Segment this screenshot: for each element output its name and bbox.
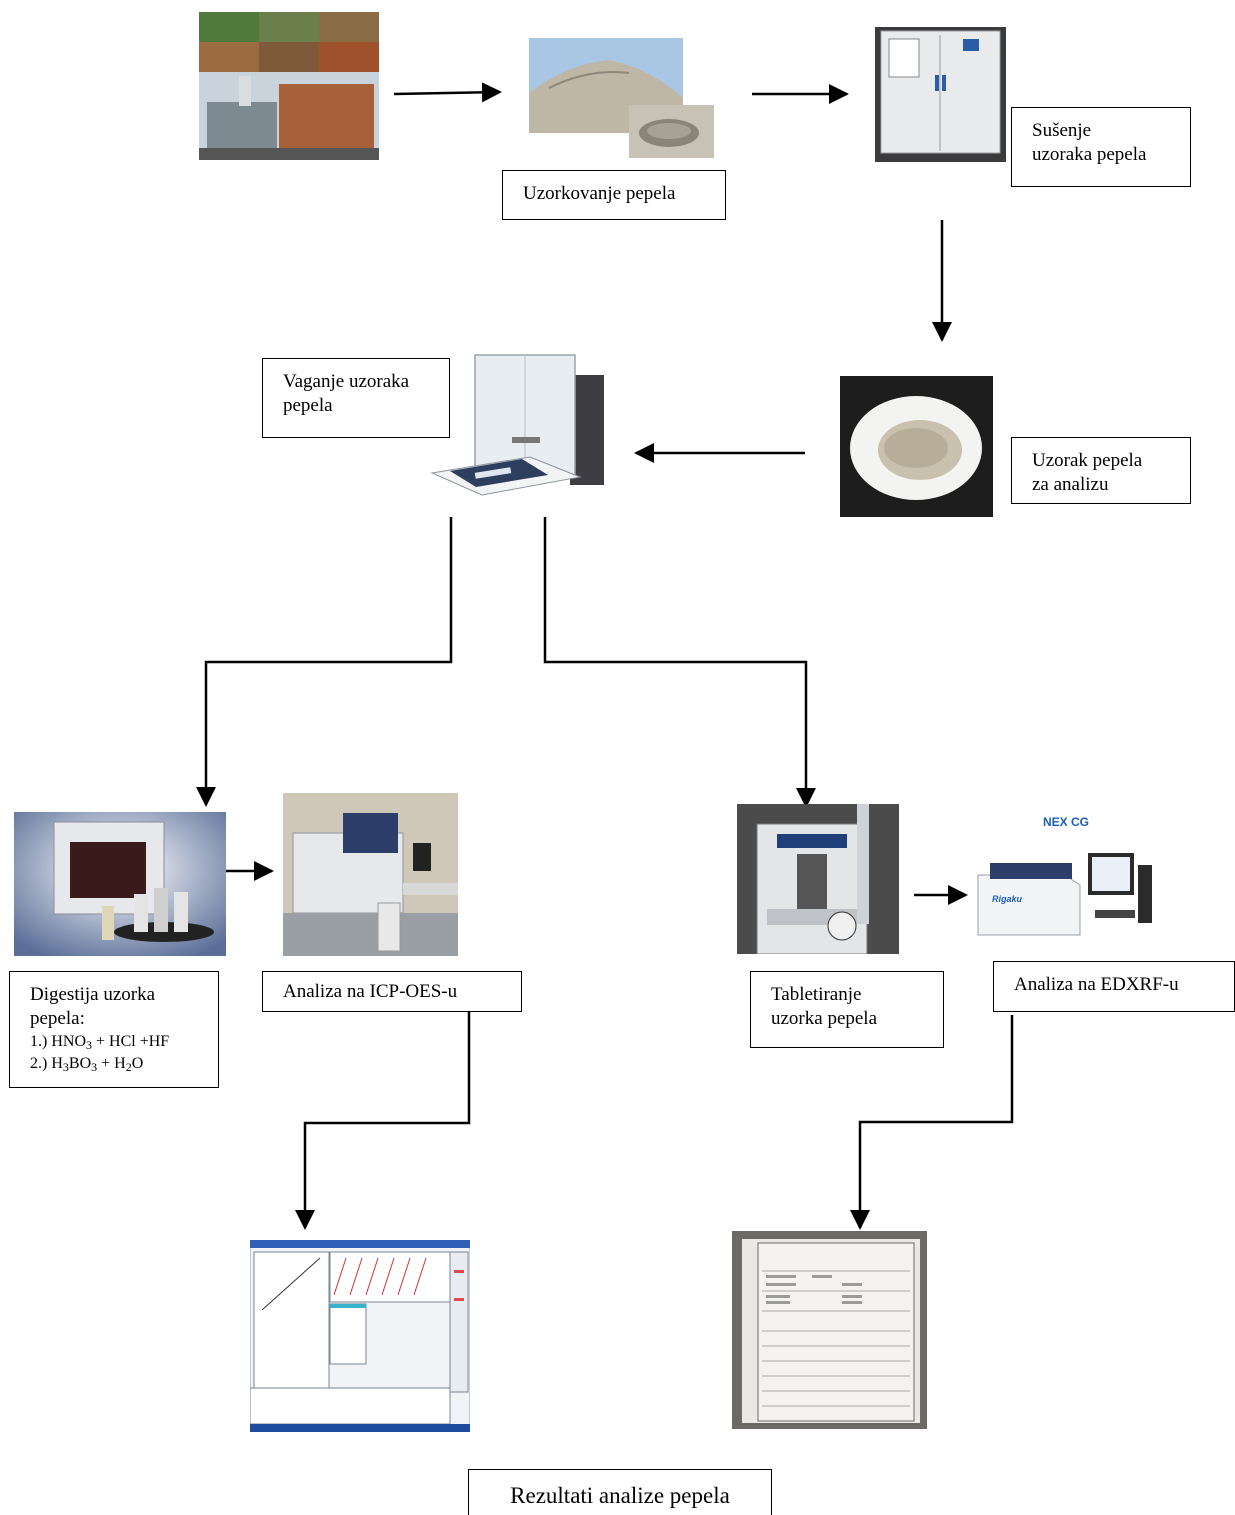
step-weighing-label-1: Vaganje uzoraka — [283, 371, 410, 392]
step-icp-label: Analiza na ICP-OES-u — [283, 981, 458, 1002]
drying-oven-icon — [875, 27, 1006, 162]
step-digestion-reagents-1: 1.) HNO3 + HCl +HF — [30, 1033, 170, 1052]
arrow-icp-to-results — [295, 1012, 471, 1230]
step-tableting-box: Tabletiranje uzorka pepela — [750, 971, 944, 1048]
step-digestion-title-2: pepela: — [30, 1008, 85, 1029]
step-results-box: Rezultati analize pepela — [468, 1469, 772, 1515]
step-digestion-reagents-2: 2.) H3BO3 + H2O — [30, 1055, 144, 1074]
instrument-brand-label: Rigaku — [992, 894, 1023, 904]
step-results-label: Rezultati analize pepela — [510, 1483, 730, 1508]
step-edxrf-box: Analiza na EDXRF-u — [993, 961, 1235, 1012]
edxrf-instrument-icon — [970, 845, 1175, 945]
pellet-press-icon — [737, 804, 899, 954]
arrow-balance-to-press — [543, 517, 816, 808]
step-sample-label-1: Uzorak pepela — [1032, 450, 1143, 471]
step-drying-label-2: uzoraka pepela — [1032, 144, 1147, 165]
ash-pile-photo-icon — [529, 38, 714, 158]
microwave-digestion-icon — [14, 812, 226, 956]
arrow-edxrf-to-results — [850, 1015, 1014, 1230]
icp-software-screenshot-icon — [250, 1240, 470, 1432]
step-weighing-box: Vaganje uzoraka pepela — [262, 358, 450, 438]
arrow-balance-to-digestion — [196, 517, 453, 807]
step-tableting-label-2: uzorka pepela — [771, 1008, 878, 1029]
step-sampling-box: Uzorkovanje pepela — [502, 170, 726, 220]
ash-sample-bowl-icon — [840, 376, 993, 517]
step-drying-box: Sušenje uzoraka pepela — [1011, 107, 1191, 187]
step-weighing-label-2: pepela — [283, 395, 333, 416]
step-sampling-label: Uzorkovanje pepela — [523, 183, 676, 204]
arrow-collage-to-sampling — [393, 82, 502, 103]
step-icp-box: Analiza na ICP-OES-u — [262, 971, 522, 1012]
step-drying-label-1: Sušenje — [1032, 120, 1092, 141]
icp-oes-instrument-icon — [283, 793, 458, 956]
step-digestion-title-1: Digestija uzorka — [30, 984, 156, 1005]
step-sample-label-2: za analizu — [1032, 474, 1109, 495]
analytical-balance-icon — [430, 345, 610, 503]
instrument-model-label: NEX CG — [1043, 815, 1090, 829]
edxrf-report-sheet-icon — [732, 1231, 927, 1429]
biomass-plant-collage-icon — [199, 12, 379, 160]
step-digestion-box: Digestija uzorka pepela: 1.) HNO3 + HCl … — [9, 971, 219, 1088]
step-edxrf-label: Analiza na EDXRF-u — [1014, 974, 1179, 995]
step-sample-box: Uzorak pepela za analizu — [1011, 437, 1191, 504]
step-tableting-label-1: Tabletiranje — [771, 984, 862, 1005]
